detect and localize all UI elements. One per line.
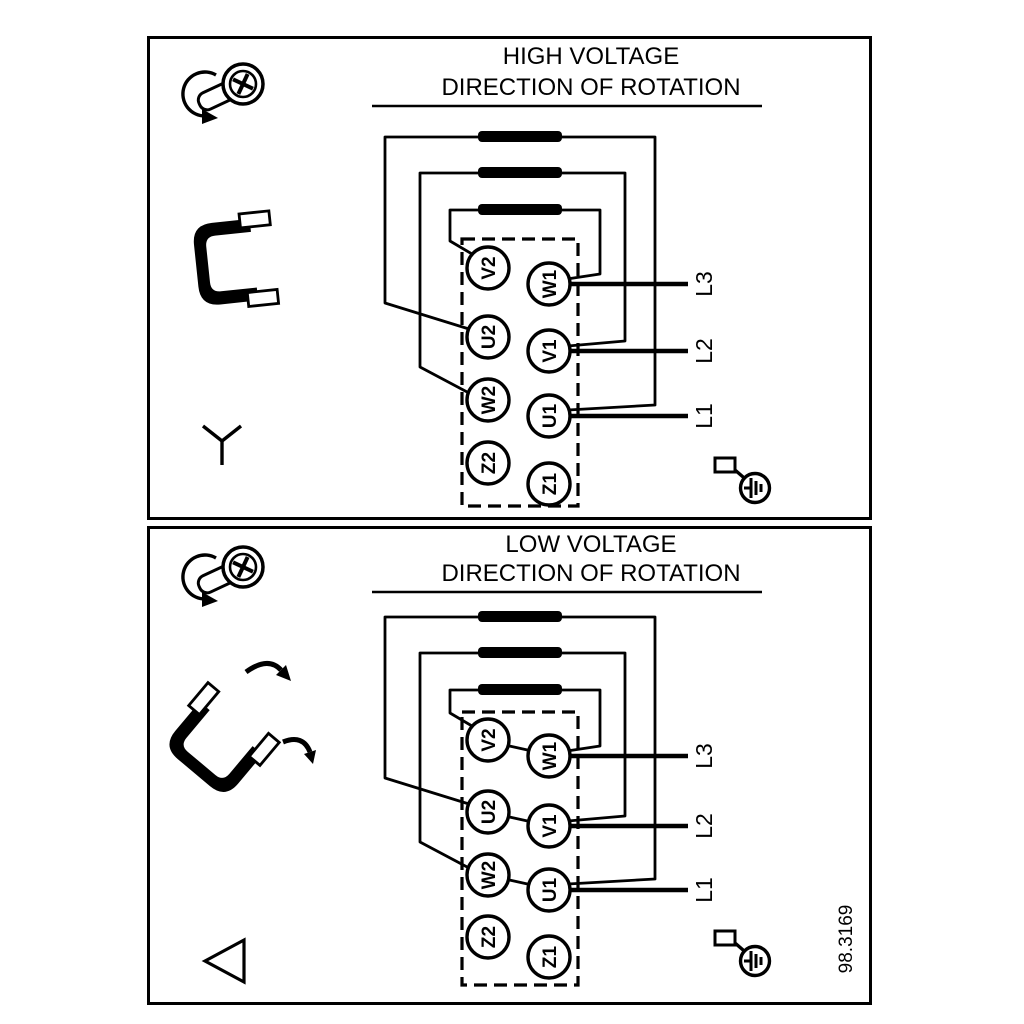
wire-bar1-U1 — [562, 135, 657, 412]
link-bar-2 — [478, 167, 562, 178]
terminal-W2: W2 — [465, 852, 511, 898]
low-title-line1: LOW VOLTAGE — [505, 531, 676, 558]
wire-bar2-V1 — [562, 171, 627, 348]
link-bar-1 — [478, 131, 562, 142]
terminal-V2: V2 — [465, 245, 511, 291]
terminal-Z1-label: Z1 — [540, 472, 561, 495]
move-arrow-upper — [244, 661, 291, 681]
wire-bar2-W2 — [418, 651, 478, 870]
link-bracket-icon — [169, 680, 282, 792]
terminal-W2-label: W2 — [479, 386, 500, 415]
wire-bar2-V1 — [562, 651, 627, 823]
terminal-W1: W1 — [526, 733, 572, 779]
terminal-Z1: Z1 — [526, 461, 572, 507]
link-bracket-icon — [193, 209, 281, 309]
supply-label-L2: L2 — [691, 338, 717, 364]
wire-bar1-U2 — [383, 135, 478, 331]
terminal-board — [460, 710, 580, 987]
screw-rotation-icon — [180, 545, 265, 609]
delta-connection-icon — [201, 937, 246, 985]
high-panel-border — [147, 36, 872, 520]
low-title-line2: DIRECTION OF ROTATION — [441, 560, 740, 587]
wire-bar2-W2 — [418, 171, 478, 395]
link-plate-top — [186, 680, 221, 717]
high-voltage-panel: HIGH VOLTAGE DIRECTION OF ROTATION V2 U2… — [147, 36, 872, 520]
wire-bar1-U2 — [383, 615, 478, 806]
link-bar-2 — [478, 647, 562, 658]
low-voltage-panel: LOW VOLTAGE DIRECTION OF ROTATION V2 U2 — [147, 526, 872, 1005]
move-arrow-lower — [282, 737, 316, 764]
terminal-W1-label: W1 — [540, 741, 561, 770]
wire-bar3-W1 — [562, 208, 602, 281]
link-bracket-move-icon — [169, 661, 316, 792]
terminal-Z2: Z2 — [465, 914, 511, 960]
screw-rotation-icon — [180, 62, 265, 126]
terminal-W2: W2 — [465, 377, 511, 423]
terminal-U1: U1 — [526, 393, 572, 439]
link-plate-bottom — [245, 287, 281, 309]
terminal-V2-label: V2 — [479, 256, 500, 279]
terminal-Z2-label: Z2 — [479, 926, 500, 948]
supply-label-L2: L2 — [691, 813, 717, 839]
figure-number: 98.3169 — [836, 905, 857, 974]
wire-bar3-V2 — [448, 688, 478, 728]
supply-line-L2: L2 — [570, 338, 717, 364]
terminal-W1-label: W1 — [540, 269, 561, 298]
terminal-U2-label: U2 — [479, 325, 500, 349]
terminal-V1: V1 — [526, 803, 572, 849]
terminal-V1-label: V1 — [540, 339, 561, 363]
supply-line-L3: L3 — [570, 743, 717, 769]
terminal-board — [460, 237, 580, 508]
terminal-U1-label: U1 — [540, 877, 561, 902]
wire-bar3-W1 — [562, 688, 602, 753]
star-connection-icon — [201, 424, 243, 465]
terminal-W2-label: W2 — [479, 861, 500, 890]
terminal-Z2: Z2 — [465, 440, 511, 486]
terminal-U2: U2 — [465, 789, 511, 835]
supply-line-L1: L1 — [570, 877, 717, 903]
supply-label-L3: L3 — [691, 743, 717, 769]
terminal-Z1-label: Z1 — [540, 945, 561, 968]
ground-icon — [713, 929, 772, 978]
ground-icon — [713, 456, 772, 505]
terminal-U1: U1 — [526, 867, 572, 913]
wire-bar1-U1 — [562, 615, 657, 886]
terminal-V2: V2 — [465, 717, 511, 763]
link-bar-3 — [478, 684, 562, 695]
link-plate-bottom — [247, 731, 282, 768]
terminal-V1: V1 — [526, 328, 572, 374]
supply-label-L3: L3 — [691, 271, 717, 297]
supply-label-L1: L1 — [691, 877, 717, 903]
terminal-U2-label: U2 — [479, 800, 500, 824]
terminal-Z2-label: Z2 — [479, 452, 500, 474]
supply-line-L3: L3 — [570, 271, 717, 297]
link-bar-1 — [478, 611, 562, 622]
high-title-line2: DIRECTION OF ROTATION — [441, 74, 740, 101]
supply-line-L1: L1 — [570, 403, 717, 429]
terminal-V2-label: V2 — [479, 728, 500, 751]
terminal-V1-label: V1 — [540, 814, 561, 838]
terminal-U1-label: U1 — [540, 403, 561, 428]
terminal-U2: U2 — [465, 314, 511, 360]
low-panel-border — [147, 526, 872, 1005]
terminal-Z1: Z1 — [526, 934, 572, 980]
wire-bar3-V2 — [448, 208, 478, 256]
supply-line-L2: L2 — [570, 813, 717, 839]
supply-label-L1: L1 — [691, 403, 717, 429]
terminal-W1: W1 — [526, 261, 572, 307]
link-plate-top — [237, 209, 272, 230]
high-title-line1: HIGH VOLTAGE — [503, 43, 679, 70]
link-bar-3 — [478, 204, 562, 215]
